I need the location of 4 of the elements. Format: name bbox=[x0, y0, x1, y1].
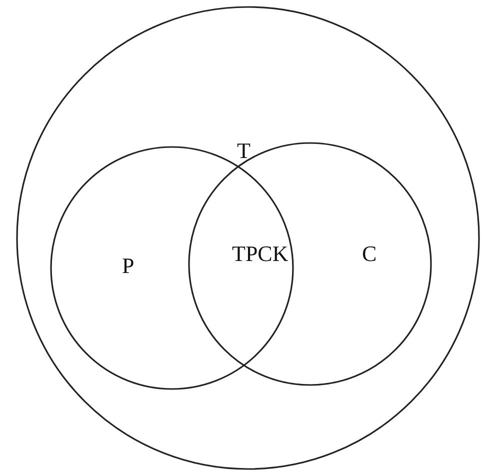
intersection-label: TPCK bbox=[232, 243, 288, 265]
set-label: P bbox=[122, 255, 134, 277]
set-label: T bbox=[237, 140, 250, 162]
set-label: C bbox=[362, 243, 377, 265]
